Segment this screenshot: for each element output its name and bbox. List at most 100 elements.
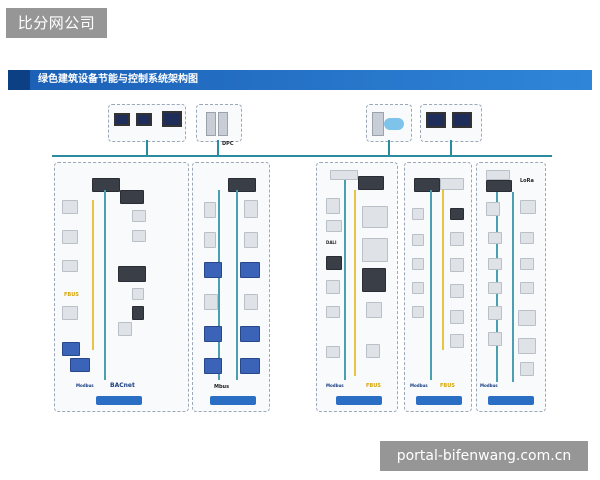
field-device bbox=[486, 202, 500, 216]
modbus-logo: Modbus bbox=[326, 383, 344, 388]
flowmeter-device bbox=[204, 262, 222, 278]
field-device bbox=[520, 282, 534, 294]
workstation-monitor bbox=[426, 112, 446, 128]
flowmeter-device bbox=[240, 262, 260, 278]
controller-device bbox=[118, 266, 146, 282]
field-device bbox=[132, 210, 146, 222]
controller-device bbox=[92, 178, 120, 192]
bus-line bbox=[218, 190, 220, 380]
field-device bbox=[518, 310, 536, 326]
field-device bbox=[488, 232, 502, 244]
cloud-icon bbox=[384, 118, 404, 130]
field-device bbox=[326, 280, 340, 294]
controller-device bbox=[228, 178, 256, 192]
subsystem-label bbox=[336, 396, 382, 405]
bus-line bbox=[512, 192, 514, 382]
title-accent bbox=[8, 70, 30, 90]
field-device bbox=[450, 334, 464, 348]
watermark-bottom-label: portal-bifenwang.com.cn bbox=[380, 441, 588, 471]
field-device bbox=[450, 208, 464, 220]
workstation-monitor bbox=[162, 111, 182, 127]
controller-device bbox=[486, 170, 510, 180]
field-device bbox=[362, 238, 388, 262]
meter-device bbox=[244, 232, 258, 248]
controller-device bbox=[120, 190, 144, 204]
bus-line bbox=[430, 190, 432, 380]
field-device bbox=[412, 234, 424, 246]
modbus-logo: Modbus bbox=[480, 383, 498, 388]
workstation-monitor bbox=[114, 113, 130, 126]
field-device bbox=[362, 268, 386, 292]
field-device bbox=[520, 362, 534, 376]
bus-line bbox=[236, 190, 238, 380]
server-rack-icon bbox=[218, 112, 228, 136]
field-device bbox=[62, 200, 78, 214]
modbus-logo: Modbus bbox=[410, 383, 428, 388]
pump-device bbox=[62, 342, 80, 356]
bus-line bbox=[104, 190, 106, 380]
field-device bbox=[412, 282, 424, 294]
field-device bbox=[326, 256, 342, 270]
lora-logo: LoRa bbox=[520, 178, 534, 184]
meter-device bbox=[244, 200, 258, 218]
field-device bbox=[488, 258, 502, 270]
field-device bbox=[520, 232, 534, 244]
bus-drop bbox=[217, 140, 219, 156]
flowmeter-device bbox=[204, 326, 222, 342]
field-device bbox=[326, 198, 340, 214]
modbus-logo: Modbus bbox=[76, 383, 94, 388]
field-device bbox=[366, 344, 380, 358]
server-rack-icon bbox=[372, 112, 384, 136]
field-device bbox=[118, 322, 132, 336]
subsystem-label bbox=[210, 396, 256, 405]
field-device bbox=[326, 306, 340, 318]
field-device bbox=[62, 230, 78, 244]
subsystem-label bbox=[488, 396, 534, 405]
field-device bbox=[450, 310, 464, 324]
meter-device bbox=[204, 294, 218, 310]
bus-line bbox=[354, 190, 356, 376]
field-device bbox=[326, 220, 342, 232]
field-device bbox=[520, 258, 534, 270]
field-device bbox=[488, 332, 502, 346]
field-device bbox=[132, 230, 146, 242]
bus-line bbox=[442, 190, 444, 350]
bus-drop bbox=[388, 140, 390, 156]
field-device bbox=[520, 200, 536, 214]
field-device bbox=[450, 258, 464, 272]
controller-device bbox=[414, 178, 440, 192]
dpc-logo: DPC bbox=[222, 141, 233, 147]
field-device bbox=[412, 306, 424, 318]
diagram-title: 绿色建筑设备节能与控制系统架构图 bbox=[8, 70, 592, 90]
field-device bbox=[132, 306, 144, 320]
flowmeter-device bbox=[240, 326, 260, 342]
subsystem-panel bbox=[192, 162, 270, 412]
field-device bbox=[450, 232, 464, 246]
field-device bbox=[488, 282, 502, 294]
field-device bbox=[132, 288, 144, 300]
dali-logo: DALI bbox=[326, 240, 336, 245]
field-device bbox=[518, 338, 536, 354]
field-device bbox=[62, 260, 78, 272]
field-device bbox=[62, 306, 78, 320]
field-device bbox=[412, 208, 424, 220]
subsystem-label bbox=[416, 396, 462, 405]
bus-drop bbox=[450, 140, 452, 156]
meter-device bbox=[244, 294, 258, 310]
controller-device bbox=[440, 178, 464, 190]
mbus-logo: Mbus bbox=[214, 384, 229, 390]
flowmeter-device bbox=[204, 358, 222, 374]
bacnet-logo: BACnet bbox=[110, 382, 135, 389]
watermark-top-label: 比分网公司 bbox=[6, 8, 107, 38]
fbus-logo: FBUS bbox=[440, 383, 455, 389]
network-bus bbox=[52, 155, 552, 157]
workstation-monitor bbox=[452, 112, 472, 128]
fbus-logo: FBUS bbox=[64, 292, 79, 298]
controller-device bbox=[358, 176, 384, 190]
server-rack-icon bbox=[206, 112, 216, 136]
bus-line bbox=[344, 180, 346, 380]
controller-device bbox=[330, 170, 358, 180]
field-device bbox=[366, 302, 382, 318]
field-device bbox=[488, 306, 502, 320]
field-device bbox=[326, 346, 340, 358]
